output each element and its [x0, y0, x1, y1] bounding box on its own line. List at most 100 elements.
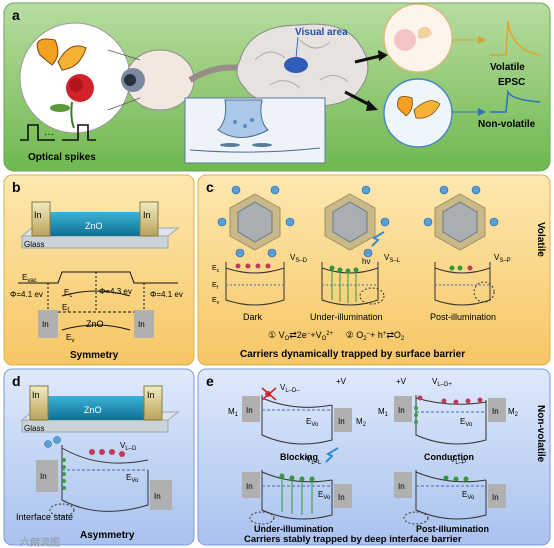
- svg-text:EVo: EVo: [462, 490, 475, 501]
- asymmetry-caption: Asymmetry: [80, 530, 135, 541]
- volatile-epsc-trace: [490, 21, 541, 56]
- reaction-equations: ① VO⇄2e−+VO2+ ② O2−+ h+⇄O2: [268, 327, 405, 342]
- optical-spikes-trace: [20, 124, 96, 141]
- svg-text:···: ···: [44, 129, 54, 140]
- svg-text:VL–D+: VL–D+: [432, 377, 452, 388]
- volatile-outcome: [383, 3, 453, 73]
- svg-text:VL–L: VL–L: [306, 455, 322, 466]
- light-bolt-icon: [371, 231, 385, 247]
- under-illumination-label: Under-illumination: [310, 312, 383, 322]
- svg-text:EVo: EVo: [306, 417, 319, 428]
- asymmetry-band-diagram: [36, 436, 172, 517]
- volatile-label: Volatile: [490, 62, 525, 73]
- svg-text:Ef: Ef: [62, 303, 69, 314]
- panel-e-caption: Carriers stably trapped by deep interfac…: [244, 534, 462, 545]
- svg-text:Ec: Ec: [64, 288, 72, 299]
- panel-e-post-label: Post-illumination: [416, 524, 489, 534]
- symmetry-band-diagram: [18, 271, 178, 338]
- band-under-illumination: [242, 447, 352, 525]
- svg-text:M1: M1: [378, 407, 389, 418]
- panel-c: c Volatile: [197, 174, 551, 366]
- brain-illustration: [236, 23, 369, 107]
- non-volatile-label: Non-volatile: [478, 119, 536, 130]
- hexagon-illumination: [324, 193, 376, 251]
- svg-text:VL–P: VL–P: [450, 455, 466, 466]
- phi-left: Φ=4.1 ev: [10, 290, 43, 299]
- hv-label: hν: [362, 257, 370, 266]
- visual-area-label: Visual area: [295, 27, 348, 38]
- svg-text:Ev: Ev: [212, 297, 220, 306]
- epsc-label: EPSC: [498, 77, 525, 88]
- svg-text:VS–L: VS–L: [384, 253, 401, 264]
- svg-text:In: In: [147, 390, 155, 400]
- panel-d-label: d: [12, 373, 21, 389]
- panel-a: a Visual area: [3, 2, 551, 172]
- hexagon-post: [434, 193, 486, 251]
- panel-b: b In In ZnO Glass Evac Ec Ef Ev Φ=: [3, 174, 195, 366]
- svg-text:EVo: EVo: [126, 473, 139, 484]
- volatile-side-label: Volatile: [535, 222, 546, 257]
- svg-text:Ef: Ef: [212, 282, 219, 291]
- svg-text:In: In: [246, 406, 253, 415]
- symmetry-caption: Symmetry: [70, 350, 119, 361]
- zno-band-label: ZnO: [86, 319, 104, 329]
- svg-text:VS–P: VS–P: [494, 253, 511, 264]
- post-illumination-label: Post-illumination: [430, 312, 496, 322]
- band-dark: [225, 262, 285, 306]
- svg-text:In: In: [138, 320, 145, 329]
- panel-e: e Non-volatile VL–D– +V M1 In In M2 EVo …: [197, 368, 551, 546]
- svg-text:Ev: Ev: [66, 333, 74, 344]
- svg-text:VS–D: VS–D: [290, 253, 308, 264]
- eye-illustration: [121, 49, 241, 111]
- non-volatile-side-label: Non-volatile: [535, 405, 546, 463]
- svg-text:ZnO: ZnO: [84, 405, 102, 415]
- panel-c-caption: Carriers dynamically trapped by surface …: [240, 349, 465, 360]
- butterfly-rose-illustration: [19, 22, 131, 134]
- svg-text:EVo: EVo: [318, 490, 331, 501]
- optical-spikes-label: Optical spikes: [28, 152, 96, 163]
- conduction-label: Conduction: [424, 452, 474, 462]
- blocking-label: Blocking: [280, 452, 318, 462]
- panel-c-label: c: [206, 179, 214, 195]
- svg-text:VL–D–: VL–D–: [280, 383, 300, 394]
- svg-text:VL–D: VL–D: [120, 441, 137, 452]
- non-volatile-epsc-trace: [490, 89, 541, 113]
- svg-text:M2: M2: [356, 417, 367, 428]
- svg-text:Glass: Glass: [24, 424, 44, 433]
- svg-text:In: In: [338, 493, 345, 502]
- svg-text:In: In: [492, 407, 499, 416]
- hexagon-dark: [229, 193, 281, 251]
- panel-d: d In In ZnO Glass VL–D EVo In In Interfa…: [3, 368, 195, 546]
- panel-e-label: e: [206, 373, 214, 389]
- svg-text:In: In: [492, 493, 499, 502]
- svg-text:EVo: EVo: [460, 417, 473, 428]
- interface-state-label: Interface state: [16, 512, 73, 522]
- svg-text:+V: +V: [396, 377, 407, 386]
- panel-b-label: b: [12, 179, 21, 195]
- phi-right: Φ=4.1 ev: [150, 290, 183, 299]
- phi-mid: Φ=4.3 ev: [99, 287, 132, 296]
- svg-text:In: In: [154, 492, 161, 501]
- band-blocking: [242, 387, 352, 445]
- symmetric-device: [20, 201, 180, 249]
- band-illumination: [321, 262, 385, 306]
- svg-text:In: In: [246, 482, 253, 491]
- panel-a-label: a: [12, 7, 20, 23]
- band-conduction: [394, 395, 506, 445]
- svg-text:In: In: [338, 417, 345, 426]
- svg-text:Ec: Ec: [212, 265, 220, 274]
- zno-label: ZnO: [85, 221, 103, 231]
- svg-text:In: In: [40, 472, 47, 481]
- oxygen-molecules: [217, 185, 499, 258]
- svg-text:M1: M1: [228, 407, 239, 418]
- dark-label: Dark: [243, 312, 263, 322]
- svg-text:Evac: Evac: [22, 273, 37, 284]
- band-post: [434, 262, 495, 306]
- svg-text:M2: M2: [508, 407, 519, 418]
- asymmetric-device: [20, 385, 180, 433]
- non-volatile-outcome: [383, 78, 453, 148]
- in-left-label: In: [34, 210, 42, 220]
- svg-text:In: In: [42, 320, 49, 329]
- glass-label: Glass: [24, 240, 44, 249]
